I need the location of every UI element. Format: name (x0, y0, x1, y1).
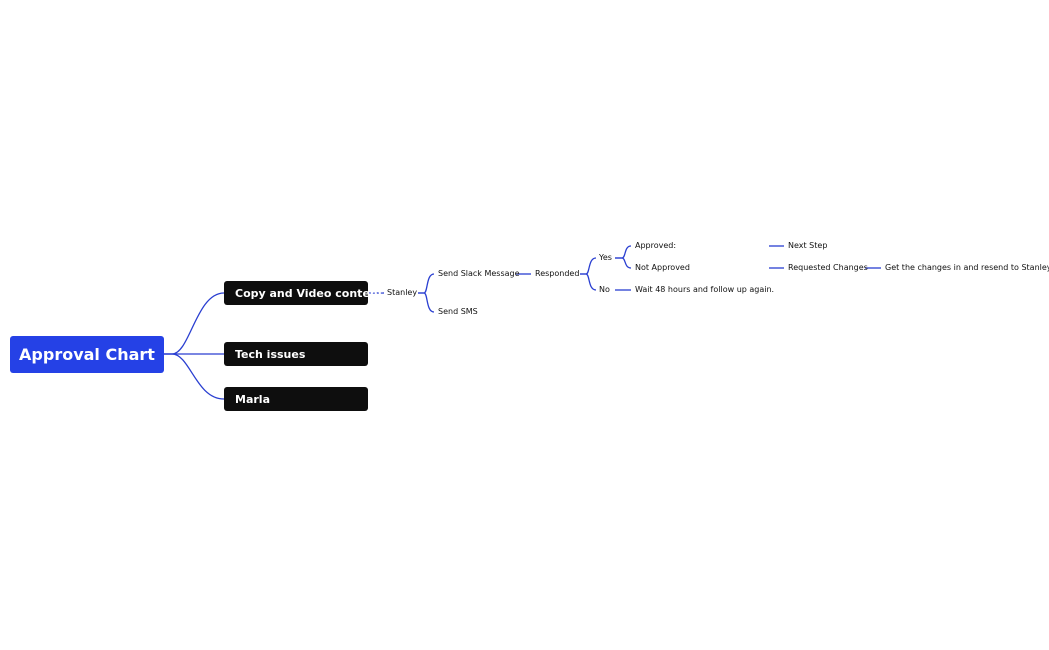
node-responded[interactable]: Responded (535, 269, 580, 278)
topic-copy-and-video[interactable]: Copy and Video content (224, 281, 383, 305)
node-requested-changes[interactable]: Requested Changes (788, 263, 868, 272)
connector-responded-to-no (580, 273, 597, 291)
connector-responded-to-yes (580, 257, 597, 275)
node-get-changes[interactable]: Get the changes in and resend to Stanley (885, 263, 1049, 272)
node-not-approved[interactable]: Not Approved (635, 263, 690, 272)
connector-stanley-to-sms (418, 292, 435, 313)
node-send-sms[interactable]: Send SMS (438, 307, 478, 316)
topic-tech-issues[interactable]: Tech issues (224, 342, 368, 366)
node-stanley[interactable]: Stanley (387, 288, 418, 297)
node-next-step[interactable]: Next Step (788, 241, 828, 250)
root-node[interactable]: Approval Chart (10, 336, 164, 373)
connector-yes-to-approved (615, 245, 632, 259)
connector-root-to-marla (164, 353, 225, 400)
connector-yes-to-not-approved (615, 257, 632, 269)
connector-root-to-copy (164, 292, 225, 355)
topic-marla[interactable]: Marla (224, 387, 368, 411)
node-send-slack[interactable]: Send Slack Message (438, 269, 520, 278)
node-no[interactable]: No (599, 285, 610, 294)
node-wait[interactable]: Wait 48 hours and follow up again. (635, 285, 775, 294)
node-approved[interactable]: Approved: (635, 241, 677, 250)
connector-stanley-to-slack (418, 273, 435, 294)
node-yes[interactable]: Yes (599, 253, 612, 262)
